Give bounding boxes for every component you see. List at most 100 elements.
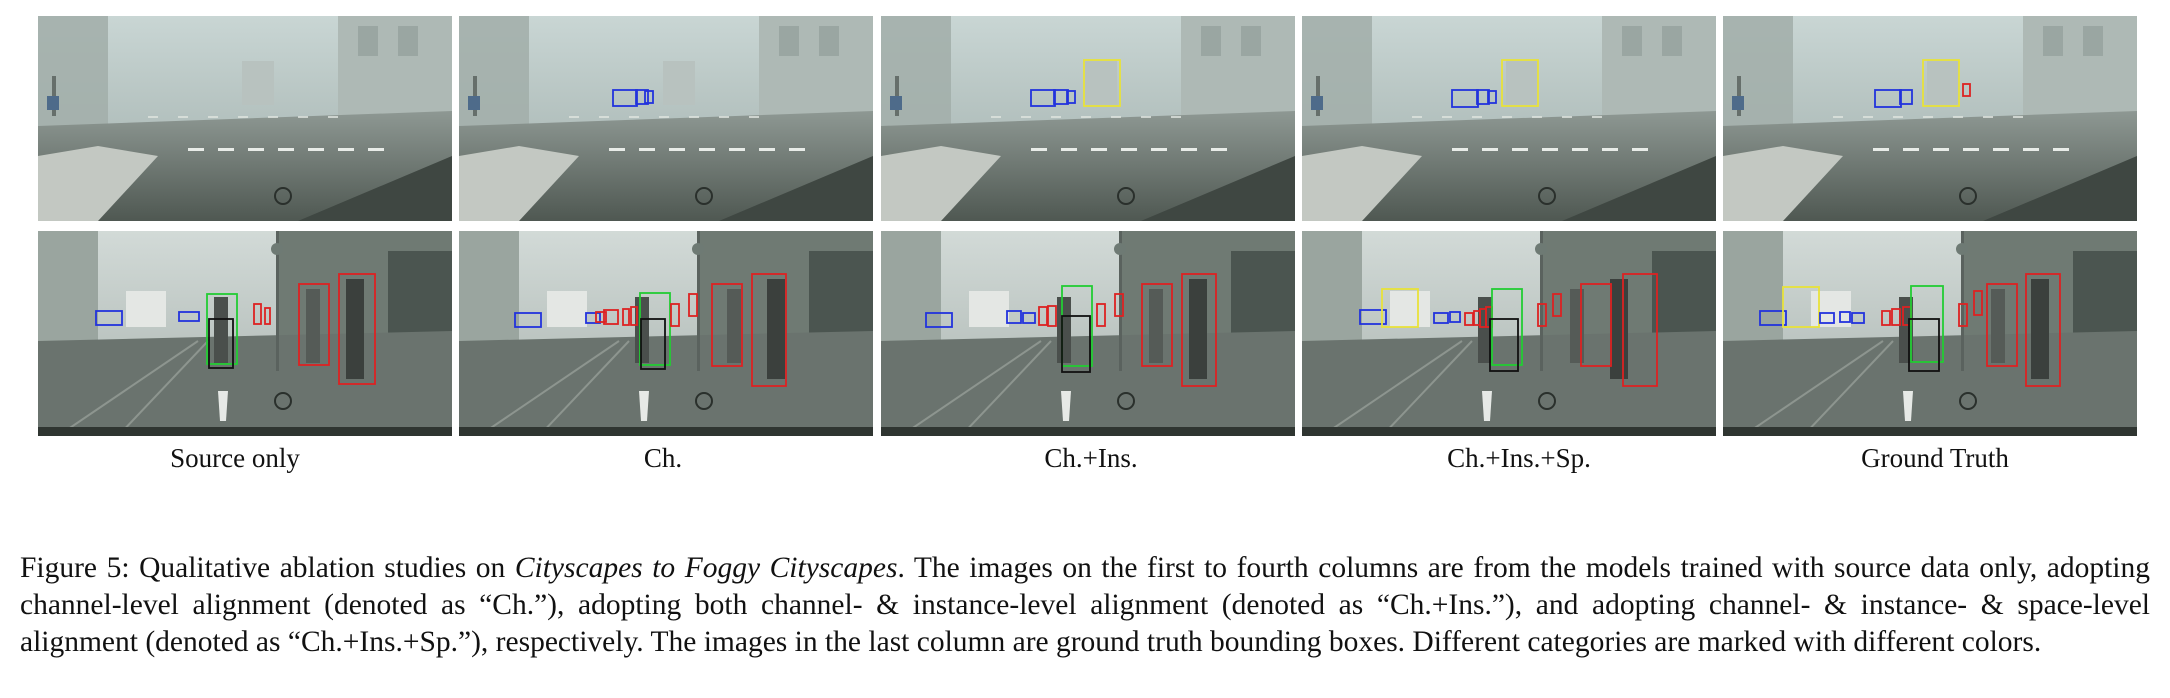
detection-box-black [640,318,666,370]
road [1723,331,2137,436]
car-hood [1302,427,1716,436]
detection-box-red [1958,303,1968,327]
detection-box-red [670,303,680,327]
detection-box-red [1552,293,1562,317]
column-label-ch: Ch. [643,443,683,473]
window [2083,26,2103,56]
lane-marking [1412,116,1422,118]
detection-box-red [595,311,607,323]
car-emblem [1959,392,1977,410]
car-hood [459,427,873,436]
lane-marking [599,116,609,118]
detection-box-blue [925,312,953,328]
scene-image [459,16,873,221]
lane-marking [759,148,775,151]
lane-marking [2023,148,2039,151]
lane-marking [699,148,715,151]
building-right [2023,16,2137,116]
lane-marking [278,148,294,151]
shadow [298,156,452,221]
lane-marking [1532,116,1542,118]
column-label-ground-truth: Ground Truth [1861,443,2009,473]
lane-marking [188,148,204,151]
lane-marking [569,116,579,118]
detection-box-blue [1006,310,1022,324]
building-left [1302,231,1362,351]
road [881,331,1295,436]
white-truck [969,291,1009,327]
road [881,111,1295,221]
road [459,331,873,436]
qualitative-figure [38,16,2142,436]
traffic-sign [692,243,704,255]
scene-panel-bottom-ch [459,231,873,436]
lane-marking [1141,116,1151,118]
tram-rail [960,340,1052,436]
white-truck [126,291,166,327]
shadow [1562,156,1716,221]
distant-truck [1085,61,1117,105]
detection-box-red [711,283,743,367]
tram-rail [1381,340,1473,436]
car-emblem [1117,392,1135,410]
window [1662,26,1682,56]
road [38,111,452,221]
pedestrian [214,297,228,363]
scene-image [881,16,1295,221]
tram-rail [538,340,630,436]
detection-box-red [298,283,330,366]
scene-image [1723,16,2137,221]
white-truck [547,291,587,327]
crosswalk-curb [459,146,579,221]
detection-box-red [622,308,630,326]
detection-box-blue [585,312,601,324]
lane-marking [1472,116,1482,118]
lane-marking [1151,148,1167,151]
car-emblem [1538,392,1556,410]
car-emblem [274,392,292,410]
car-emblem [1117,187,1135,205]
detection-box-red [1537,303,1547,327]
detection-box-blue [1476,89,1490,105]
car-hood [38,427,452,436]
scene-panel-top-ch [459,16,873,221]
scene-image [1723,231,2137,436]
traffic-sign [890,96,902,110]
detection-box-green [1491,288,1523,366]
detection-box-blue [1759,310,1787,326]
window [1622,26,1642,56]
traffic-sign [468,96,480,110]
detection-box-red [1962,83,1971,97]
detection-box-blue [635,89,649,105]
lane-marking [1442,116,1452,118]
lane-marking [1592,116,1602,118]
lane-marking [368,148,384,151]
pole [1119,231,1122,371]
lane-marking [1121,148,1137,151]
car-hood [1723,427,2137,436]
scene-panel-bottom-ch-ins-sp [1302,231,1716,436]
lane-marking [689,116,699,118]
pedestrian [767,279,785,379]
lane-marking [1933,148,1949,151]
tram-rail [1742,340,1884,436]
pole [1961,231,1964,371]
detection-box-blue [1433,312,1449,324]
detection-box-red [1038,306,1048,326]
traffic-sign [47,96,59,110]
scene-panel-top-ch-ins-sp [1302,16,1716,221]
window [358,26,378,56]
tram-rail [478,340,620,436]
road [1302,331,1716,436]
shadow [719,156,873,221]
detection-box-red [2025,273,2061,387]
distant-truck [663,61,695,105]
scene-image [1302,231,1716,436]
car-emblem [274,187,292,205]
traffic-sign [1732,96,1744,110]
lane-marking [1181,148,1197,151]
detection-box-blue [1851,312,1865,324]
lane-marking [629,116,639,118]
lane-marking [308,148,324,151]
detection-box-green [1910,285,1944,363]
